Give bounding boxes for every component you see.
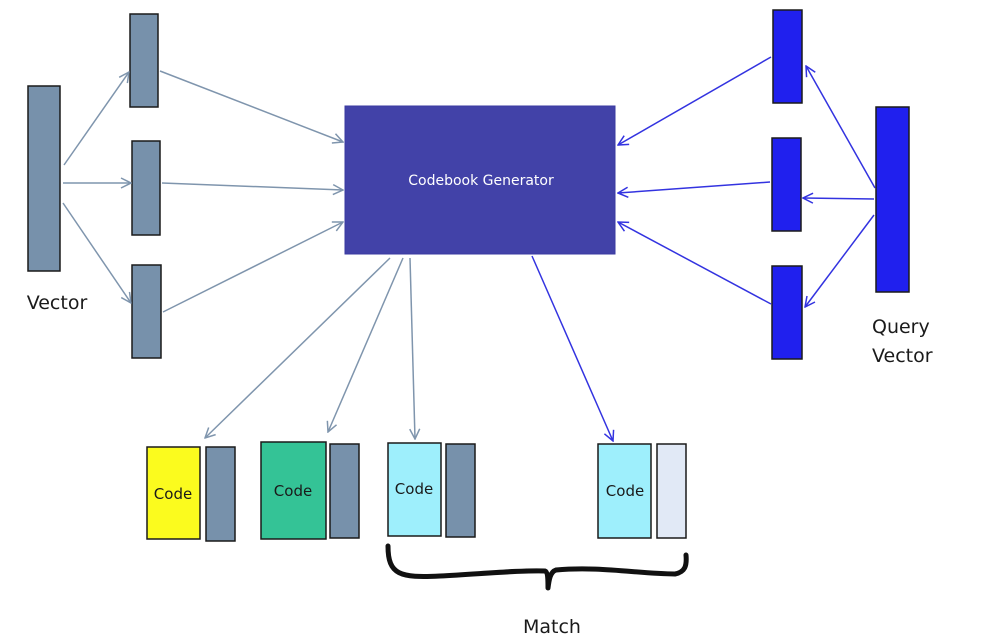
query-to-generator-arrow-3 bbox=[618, 222, 772, 305]
query-sub-vector-block-2 bbox=[771, 137, 802, 232]
code-block-3 bbox=[387, 442, 442, 537]
code-label-2: Code bbox=[274, 482, 312, 500]
code-label-3: Code bbox=[395, 480, 433, 498]
sub-to-generator-arrow-1 bbox=[159, 70, 343, 142]
query-vector-label-line1: Query bbox=[872, 316, 930, 338]
query-to-generator-arrow-2 bbox=[618, 181, 771, 193]
split-arrow-1 bbox=[63, 72, 129, 166]
sub-to-generator-arrow-3 bbox=[162, 222, 343, 313]
sub-vector-block-2 bbox=[131, 140, 161, 236]
code-label-4: Code bbox=[606, 482, 644, 500]
match-brace bbox=[385, 543, 689, 591]
split-arrow-3 bbox=[62, 202, 131, 303]
code-block-2 bbox=[260, 441, 327, 540]
code-label-1: Code bbox=[154, 485, 192, 503]
match-label: Match bbox=[523, 616, 581, 638]
query-split-arrow-3 bbox=[805, 214, 875, 307]
query-vector-label-line2: Vector bbox=[872, 345, 933, 367]
query-split-arrow-2 bbox=[803, 198, 875, 199]
code-vector-block-1 bbox=[205, 446, 236, 542]
input-vector-block bbox=[27, 85, 61, 272]
query-code-vector-block bbox=[656, 443, 687, 539]
sub-vector-block-1 bbox=[129, 13, 159, 108]
codebook-generator-label: Codebook Generator bbox=[408, 173, 554, 189]
code-block-4 bbox=[597, 443, 652, 539]
query-vector-block bbox=[875, 106, 910, 293]
query-sub-vector-block-3 bbox=[771, 265, 803, 360]
generator-to-code-arrow-3 bbox=[410, 257, 415, 439]
generator-to-code-arrow-1 bbox=[205, 257, 391, 438]
sub-to-generator-arrow-2 bbox=[161, 182, 343, 190]
code-vector-block-2 bbox=[329, 443, 360, 539]
code-vector-block-3 bbox=[445, 443, 476, 538]
query-sub-vector-block-1 bbox=[772, 9, 803, 104]
code-block-1 bbox=[146, 446, 201, 540]
query-split-arrow-1 bbox=[806, 66, 876, 189]
vector-label: Vector bbox=[27, 292, 88, 314]
query-to-generator-arrow-1 bbox=[618, 56, 772, 145]
sub-vector-block-3 bbox=[131, 264, 162, 359]
codebook-generator-block bbox=[344, 105, 616, 255]
generator-to-code-arrow-2 bbox=[328, 257, 404, 432]
generator-to-query-code-arrow bbox=[531, 255, 613, 441]
